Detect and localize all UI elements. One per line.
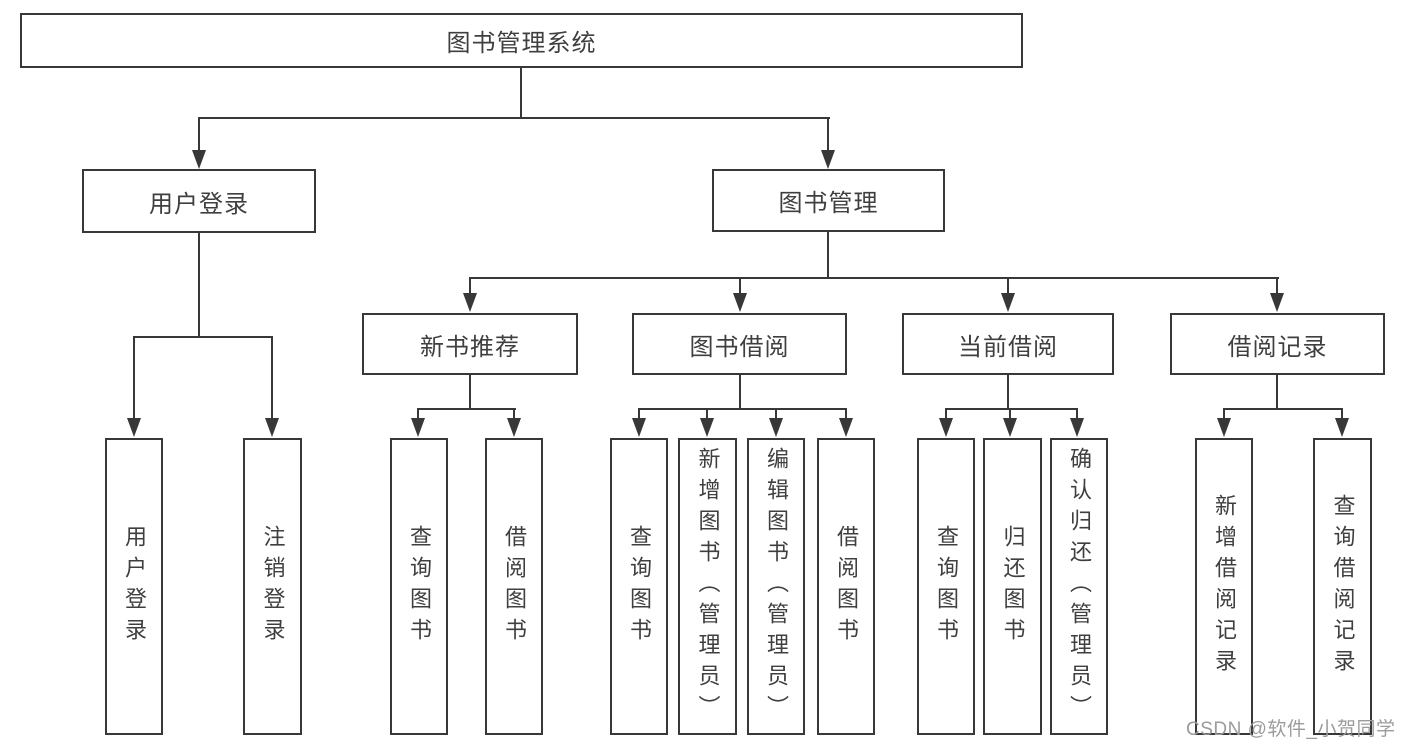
connector-vline xyxy=(198,117,200,153)
leaf-label: 编辑图书（管理员） xyxy=(764,447,789,726)
leaf-label: 注销登录 xyxy=(260,524,286,649)
arrowhead-down xyxy=(700,418,714,437)
connector-vline xyxy=(520,67,522,118)
connector-vline xyxy=(827,231,829,278)
connector-vline xyxy=(1076,408,1078,421)
arrowhead-down xyxy=(463,293,477,312)
connector-vline xyxy=(198,232,200,337)
connector-vline xyxy=(739,373,741,409)
connector-vline xyxy=(1276,373,1278,409)
connector-vline xyxy=(638,408,640,421)
node-book-management: 图书管理 xyxy=(712,169,945,232)
connector-vline xyxy=(1007,373,1009,409)
connector-vline xyxy=(1341,408,1343,421)
leaf-label: 借阅图书 xyxy=(834,524,859,649)
leaf-label: 借阅图书 xyxy=(502,524,527,649)
arrowhead-down xyxy=(1070,418,1084,437)
node-label: 借阅记录 xyxy=(1227,333,1328,361)
connector-vline xyxy=(469,373,471,409)
connector-vline xyxy=(469,277,471,294)
node-label: 新书推荐 xyxy=(420,333,520,361)
arrowhead-down xyxy=(1003,418,1017,437)
connector-vline xyxy=(133,336,135,420)
arrowhead-down xyxy=(769,418,783,437)
leaf-label: 确认归还（管理员） xyxy=(1067,447,1092,726)
leaf-cb-query-book: 查询图书 xyxy=(917,438,975,735)
leaf-label: 新增图书（管理员） xyxy=(695,447,721,726)
leaf-bb-add-book-admin: 新增图书（管理员） xyxy=(678,438,737,735)
leaf-cb-confirm-return-admin: 确认归还（管理员） xyxy=(1050,438,1108,735)
connector-vline xyxy=(775,408,777,421)
leaf-label: 查询图书 xyxy=(934,524,959,649)
node-borrow-records: 借阅记录 xyxy=(1170,313,1385,375)
connector-vline xyxy=(1007,277,1009,294)
leaf-label: 查询借阅记录 xyxy=(1330,493,1356,680)
node-book-borrow: 图书借阅 xyxy=(632,313,847,375)
connector-vline xyxy=(706,408,708,421)
leaf-user-login: 用户登录 xyxy=(105,438,163,735)
connector-hline xyxy=(945,408,1078,410)
connector-hline xyxy=(133,336,273,338)
connector-vline xyxy=(1223,408,1225,421)
arrowhead-down xyxy=(507,418,521,437)
node-label: 当前借阅 xyxy=(958,333,1058,361)
connector-hline xyxy=(469,277,1279,279)
connector-vline xyxy=(417,408,419,421)
node-new-book-recommend: 新书推荐 xyxy=(362,313,578,375)
leaf-label: 查询图书 xyxy=(407,524,432,649)
leaf-label: 归还图书 xyxy=(1000,524,1026,649)
leaf-logout: 注销登录 xyxy=(243,438,302,735)
arrowhead-down xyxy=(1335,418,1349,437)
node-library-management-system: 图书管理系统 xyxy=(20,13,1023,68)
connector-vline xyxy=(827,117,829,153)
arrowhead-down xyxy=(821,150,835,169)
arrowhead-down xyxy=(632,418,646,437)
connector-hline xyxy=(198,117,830,119)
arrowhead-down xyxy=(1001,293,1015,312)
arrowhead-down xyxy=(1270,293,1284,312)
connector-hline xyxy=(417,408,516,410)
leaf-cb-return-book: 归还图书 xyxy=(983,438,1042,735)
connector-vline xyxy=(945,408,947,421)
leaf-bb-borrow-book: 借阅图书 xyxy=(817,438,875,735)
node-current-borrow: 当前借阅 xyxy=(902,313,1114,375)
connector-vline xyxy=(513,408,515,421)
node-user-login: 用户登录 xyxy=(82,169,316,233)
connector-vline xyxy=(271,336,273,420)
arrowhead-down xyxy=(939,418,953,437)
connector-hline xyxy=(1223,408,1343,410)
leaf-label: 新增借阅记录 xyxy=(1212,493,1237,680)
connector-hline xyxy=(638,408,847,410)
leaf-bb-query-book: 查询图书 xyxy=(610,438,668,735)
arrowhead-down xyxy=(265,418,279,437)
node-label: 图书管理 xyxy=(778,190,879,217)
connector-vline xyxy=(1276,277,1278,294)
connector-vline xyxy=(845,408,847,421)
connector-vline xyxy=(1009,408,1011,421)
node-label: 图书管理系统 xyxy=(446,30,597,57)
arrowhead-down xyxy=(411,418,425,437)
arrowhead-down xyxy=(1217,418,1231,437)
leaf-nb-query-book: 查询图书 xyxy=(390,438,448,735)
leaf-nb-borrow-book: 借阅图书 xyxy=(485,438,543,735)
arrowhead-down xyxy=(733,293,747,312)
arrowhead-down xyxy=(839,418,853,437)
leaf-br-add-record: 新增借阅记录 xyxy=(1195,438,1253,735)
watermark: CSDN @软件_小贺同学 xyxy=(1186,719,1396,740)
node-label: 图书借阅 xyxy=(689,333,790,361)
connector-vline xyxy=(739,277,741,294)
arrowhead-down xyxy=(127,418,141,437)
leaf-label: 查询图书 xyxy=(627,524,652,649)
node-label: 用户登录 xyxy=(149,190,249,218)
arrowhead-down xyxy=(192,150,206,169)
leaf-bb-edit-book-admin: 编辑图书（管理员） xyxy=(747,438,805,735)
leaf-label: 用户登录 xyxy=(122,524,147,649)
leaf-br-query-record: 查询借阅记录 xyxy=(1313,438,1372,735)
